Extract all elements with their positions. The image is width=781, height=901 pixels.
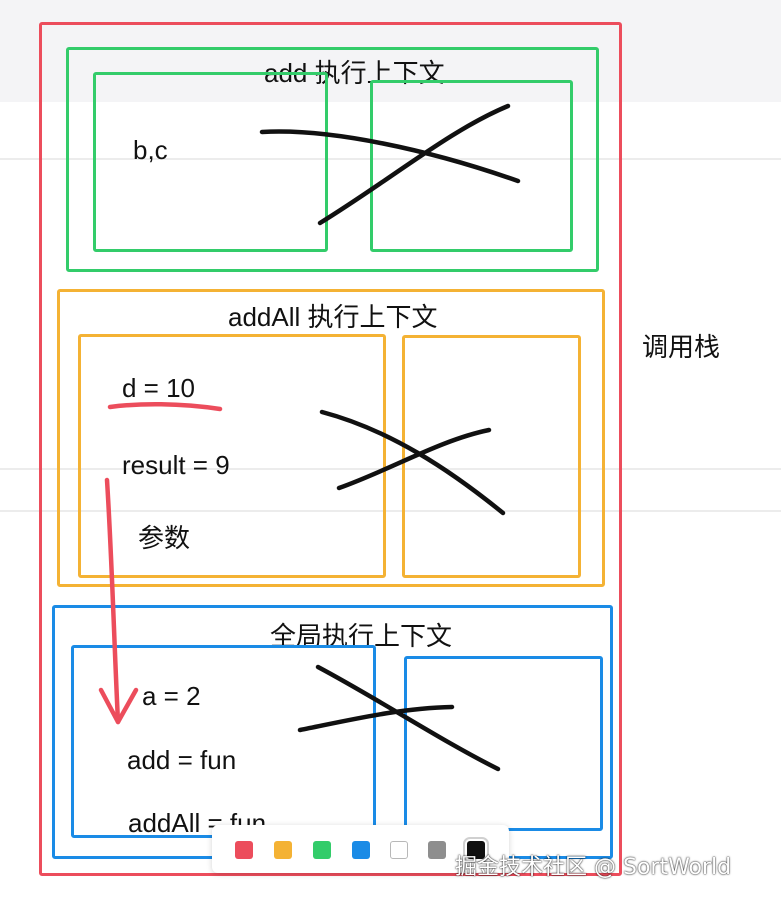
addall-var-2: 参数 — [138, 523, 191, 553]
strike-mark-add-1 — [259, 129, 521, 184]
color-swatch-green[interactable] — [313, 841, 331, 859]
color-palette — [212, 825, 509, 873]
strike-mark-global-2 — [297, 704, 455, 733]
add-context-box — [66, 47, 599, 272]
addall-var-1: result = 9 — [122, 450, 230, 480]
background-bar-top — [0, 0, 781, 102]
arrow-head — [98, 687, 139, 725]
addall-context-title: addAll 执行上下文 — [228, 302, 438, 332]
call-stack-label: 调用栈 — [642, 332, 721, 362]
color-swatch-red[interactable] — [235, 841, 253, 859]
strike-mark-addall-2 — [336, 427, 492, 491]
color-swatch-orange[interactable] — [274, 841, 292, 859]
add-variable-environment — [93, 72, 328, 252]
color-swatch-blue[interactable] — [352, 841, 370, 859]
color-swatch-gray[interactable] — [428, 841, 446, 859]
underline-mark — [107, 401, 223, 412]
addall-variable-environment — [78, 334, 386, 578]
call-stack-box — [39, 22, 622, 876]
color-swatch-black[interactable] — [463, 837, 489, 863]
watermark-text: 掘金技术社区 @ SortWorld — [455, 855, 732, 880]
arrow-shaft — [104, 477, 121, 725]
addall-lexical-environment — [402, 335, 581, 578]
add-lexical-environment — [370, 80, 573, 252]
strike-mark-global-1 — [315, 664, 501, 772]
addall-var-0: d = 10 — [122, 373, 196, 403]
add-var-0: b,c — [133, 135, 168, 165]
global-var-0: a = 2 — [142, 681, 201, 711]
strike-mark-add-2 — [317, 103, 511, 226]
background-rule — [0, 510, 781, 512]
background-rule — [0, 158, 781, 160]
strike-mark-addall-1 — [319, 409, 506, 516]
addall-context-box — [57, 289, 605, 587]
color-swatch-white[interactable] — [390, 841, 408, 859]
global-var-1: add = fun — [127, 745, 237, 775]
global-context-title: 全局执行上下文 — [270, 621, 453, 651]
